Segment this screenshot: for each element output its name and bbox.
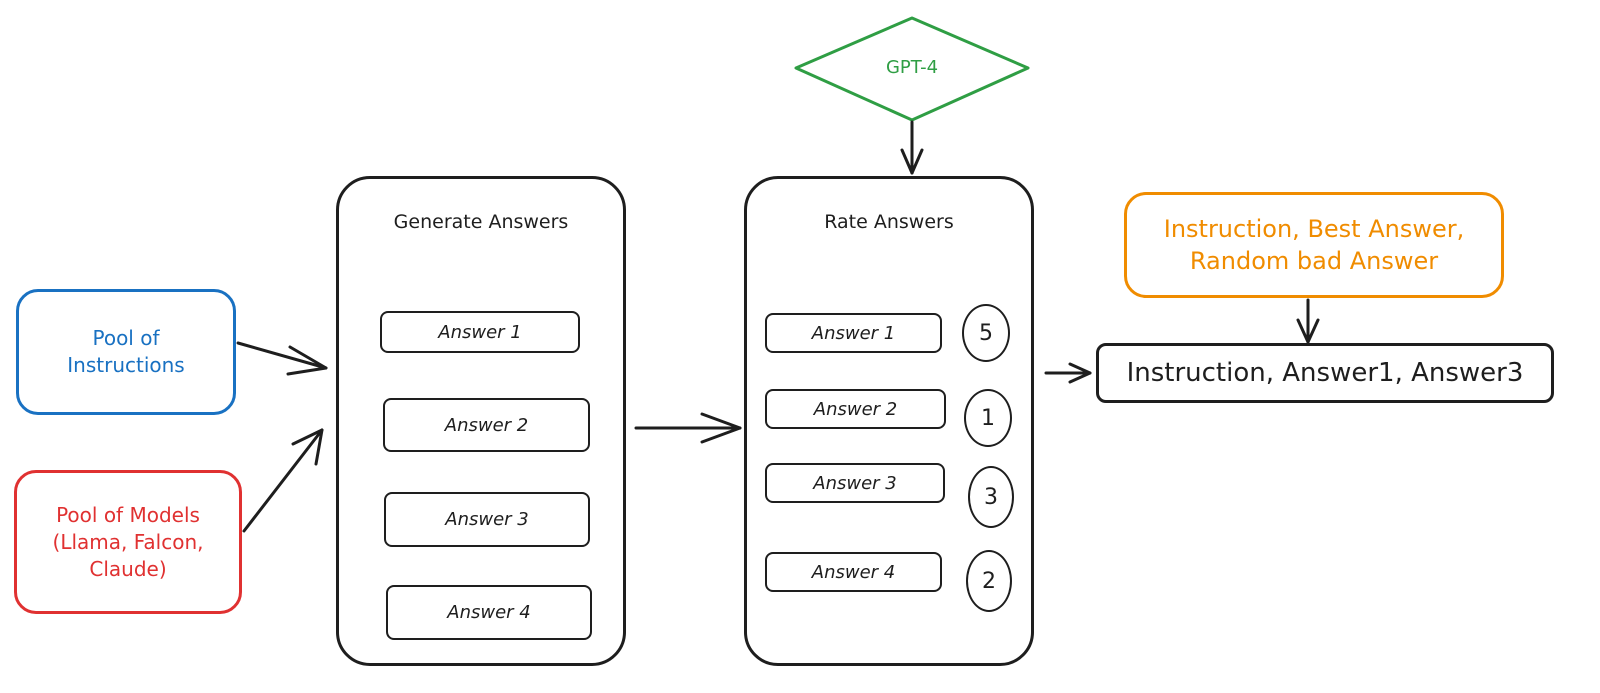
generate-answer-1: Answer 1	[380, 311, 580, 353]
rate-answers-title: Rate Answers	[824, 211, 954, 233]
arrow-models-to-generate	[242, 428, 324, 533]
arrow-instructions-to-generate	[236, 341, 328, 376]
rate-answer-4: Answer 4	[765, 552, 942, 592]
rate-answer-3: Answer 3	[765, 463, 945, 503]
arrow-selection-to-output	[1296, 298, 1320, 344]
gpt4-label: GPT-4	[885, 57, 939, 78]
generate-answer-3: Answer 3	[384, 492, 590, 547]
arrow-rate-to-output	[1044, 362, 1092, 384]
rate-answer-2: Answer 2	[765, 389, 946, 429]
generate-answers-title: Generate Answers	[393, 211, 569, 233]
pool-of-instructions-box: Pool of Instructions	[16, 289, 236, 415]
generate-answer-4: Answer 4	[386, 585, 592, 640]
rate-score-2: 1	[964, 389, 1012, 447]
output-triplet-box: Instruction, Answer1, Answer3	[1096, 343, 1554, 403]
rate-answer-1: Answer 1	[765, 313, 942, 353]
arrow-gpt4-to-rate	[900, 120, 924, 175]
generate-answer-2: Answer 2	[383, 398, 590, 452]
pool-of-models-box: Pool of Models (Llama, Falcon, Claude)	[14, 470, 242, 614]
rate-score-1: 5	[962, 304, 1010, 362]
rate-score-3: 3	[968, 466, 1014, 528]
rate-score-4: 2	[966, 550, 1012, 612]
arrow-generate-to-rate	[634, 412, 742, 444]
selection-criteria-box: Instruction, Best Answer, Random bad Ans…	[1124, 192, 1504, 298]
gpt4-diamond-shape	[794, 16, 1030, 122]
